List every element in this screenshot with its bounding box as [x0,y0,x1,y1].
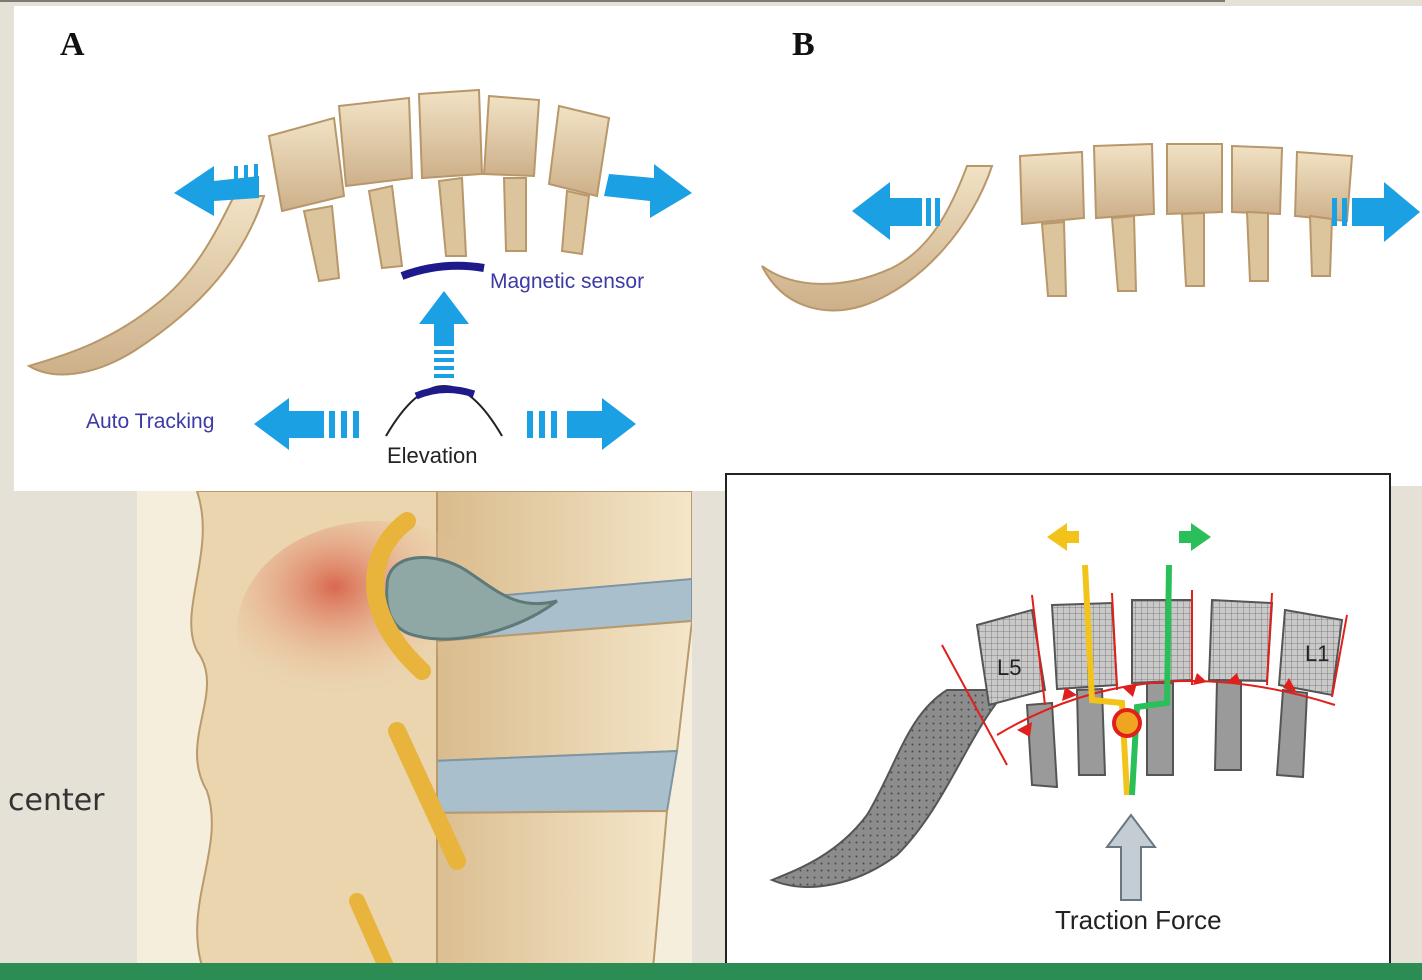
l5-label: L5 [997,655,1021,681]
traction-force-label: Traction Force [1055,905,1222,936]
auto-tracking-arrow-right [527,398,636,450]
vertebra-b-4 [1232,146,1282,214]
vertebra-a-1 [269,118,344,211]
mesh-spine-model [727,475,1389,978]
magnetic-sensor-label: Magnetic sensor [490,270,644,294]
green-arrow [1179,523,1211,551]
vertebra-b-2 [1094,144,1154,218]
vertebra-a-4 [484,96,539,176]
auto-tracking-label: Auto Tracking [86,410,214,434]
slide-side-text: center [8,783,105,818]
l1-label: L1 [1305,641,1329,667]
spine-illustration-b [752,6,1422,486]
vertebra-a-3 [419,90,482,178]
elevation-dome [386,386,502,436]
mesh-sacrum [772,690,1007,887]
traction-force-arrow [1107,815,1155,900]
panel-a-auto-tracking-diagram: A [14,6,752,491]
sacrum-b [762,166,992,310]
slide-top-rule [0,0,1225,2]
disc-lower [427,751,677,813]
panel-c-nerve-compression-illustration [137,491,692,980]
nerve-root-illustration [137,491,692,980]
elevation-label: Elevation [387,443,478,469]
auto-tracking-arrow-left [254,398,359,450]
vertebra-a-5 [549,106,609,196]
yellow-arrow [1047,523,1079,551]
slide-bottom-band [0,963,1422,980]
vertebra-b-1 [1020,152,1084,224]
vertebrae-row-b [1020,144,1352,224]
spinous-processes-b [1042,212,1332,296]
vertebrae-row-a [269,90,609,211]
elevation-arrow-up [419,291,469,378]
traction-point [1114,710,1140,736]
vertebra-a-2 [339,98,412,186]
vertebra-b-3 [1167,144,1222,214]
sacrum [29,196,264,374]
traction-arrow-right-a [604,164,692,218]
panel-b-traction-diagram: B [752,6,1422,486]
traction-arrow-left-b [852,182,940,240]
magnetic-sensor-arc [402,266,484,276]
panel-d-mesh-model-diagram: L5 L1 Traction Force [725,473,1391,980]
